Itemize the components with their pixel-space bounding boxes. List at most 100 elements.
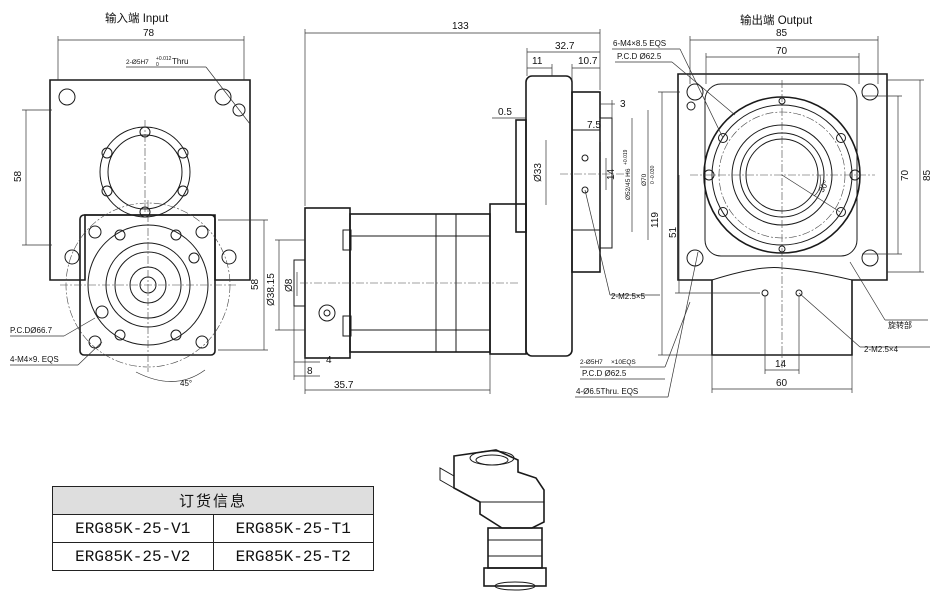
output-corner-hole <box>861 249 879 267</box>
model-code: ERG85K-25-V1 <box>52 514 213 543</box>
input-view-title: 输入端 Input <box>105 11 169 25</box>
rotating-part-label: 旋转部 <box>888 320 912 330</box>
input-upper-plate <box>49 79 251 281</box>
dim-51: 51 <box>668 226 679 238</box>
dim-d33: Ø33 <box>533 163 544 182</box>
input-tap-callout: 4-M4×9. EQS <box>10 355 59 364</box>
model-code: ERG85K-25-T2 <box>212 542 374 571</box>
dim-8: 8 <box>307 366 313 377</box>
dim-85-top: 85 <box>776 28 788 39</box>
input-corner-hole <box>58 88 76 106</box>
side-reducer-housing <box>489 203 527 355</box>
dim-11: 11 <box>532 56 543 67</box>
output-corner-hole <box>861 83 879 101</box>
side-rotary-face <box>599 117 613 249</box>
side-view: 133 32.7 11 10.7 3 0.5 7.5 14 Ø33 Ø52/45… <box>266 21 699 398</box>
input-pcd-callout: P.C.DØ66.7 <box>10 326 53 335</box>
iso-side-plate <box>439 467 455 489</box>
order-info-table: 订货信息 ERG85K-25-V1 ERG85K-25-T1 ERG85K-25… <box>52 486 374 571</box>
dim-d38-15: Ø38.15 <box>266 273 277 306</box>
output-tap-hole <box>836 133 846 143</box>
dim-85-side: 85 <box>922 169 933 181</box>
input-pin-thru: Thru <box>172 57 188 66</box>
order-table-header: 订货信息 <box>52 486 374 515</box>
dim-58-lower: 58 <box>250 278 261 290</box>
dim-58-upper: 58 <box>13 170 24 182</box>
pin2-callout: 2-Ø5H7 <box>580 359 603 366</box>
input-tap-hole <box>114 329 126 341</box>
dim-7-5: 7.5 <box>587 120 601 131</box>
dim-14-bottom: 14 <box>775 359 787 370</box>
output-view-title: 输出端 Output <box>740 13 813 27</box>
table-row: ERG85K-25-V1 ERG85K-25-T1 <box>52 514 374 543</box>
pcd2-callout: P.C.D Ø62.5 <box>582 369 627 378</box>
side-output-boss <box>515 119 527 233</box>
dim-d70: Ø70 <box>641 173 648 186</box>
input-bolt-hole <box>177 185 189 197</box>
output-corner-hole <box>686 249 704 267</box>
input-pin-hole <box>232 103 246 117</box>
input-corner-hole <box>221 249 237 265</box>
dim-133: 133 <box>452 21 469 32</box>
dim-d52: Ø52/45 H6 <box>625 168 632 200</box>
output-tap-hole <box>718 133 728 143</box>
thru-callout: 4-Ø6.5Thru. EQS <box>576 387 638 396</box>
input-flange-hole <box>195 225 209 239</box>
input-pin-hole-callout: 2-Ø5H7 <box>126 59 149 66</box>
isometric-sketch <box>439 449 547 591</box>
input-corner-hole <box>64 249 80 265</box>
model-code: ERG85K-25-V2 <box>52 542 213 571</box>
input-pin-tol-low: 0 <box>156 62 159 68</box>
output-tap-hole <box>836 207 846 217</box>
dim-14-side: 14 <box>606 168 617 180</box>
dim-3: 3 <box>620 99 626 110</box>
dim-0-5: 0.5 <box>498 107 512 118</box>
dim-32-7: 32.7 <box>555 41 575 52</box>
input-bolt-hole <box>101 147 113 159</box>
model-code: ERG85K-25-T1 <box>212 514 374 543</box>
input-tap-hole <box>188 252 200 264</box>
m25x5-callout: 2-M2.5×5 <box>611 292 646 301</box>
output-m25-hole <box>761 289 769 297</box>
output-tap-hole <box>718 207 728 217</box>
dim-10-7: 10.7 <box>578 56 598 67</box>
pin2-tail: ×10EQS <box>611 359 636 366</box>
input-flange-hole <box>88 225 102 239</box>
input-view: 输入端 Input <box>10 11 268 388</box>
input-flange-hole <box>195 335 209 349</box>
side-pin-hole <box>318 304 336 322</box>
dim-119: 119 <box>650 212 661 228</box>
dim-35-7: 35.7 <box>334 380 354 391</box>
input-bolt-hole <box>177 147 189 159</box>
iso-output-table <box>453 449 545 529</box>
dim-60: 60 <box>776 378 788 389</box>
dim-70-side: 70 <box>900 169 911 181</box>
input-tap-hole <box>170 329 182 341</box>
angle-45: 45° <box>180 379 192 388</box>
input-flange-hole <box>88 335 102 349</box>
iso-reducer <box>487 527 543 569</box>
input-bolt-hole <box>101 185 113 197</box>
dim-d8: Ø8 <box>284 278 295 292</box>
input-tap-hole <box>114 229 126 241</box>
dim-4: 4 <box>326 355 332 366</box>
input-corner-hole <box>214 88 232 106</box>
side-output-plate <box>525 75 573 357</box>
output-view: 输出端 Output 30° 85 <box>612 13 933 393</box>
output-base-plate <box>677 73 888 356</box>
input-tap-hole <box>95 305 109 319</box>
tap6-callout: 6-M4×8.5 EQS <box>613 39 666 48</box>
dim-d70-tol: 0 -0.030 <box>650 165 656 184</box>
dim-70-top: 70 <box>776 46 788 57</box>
output-corner-hole <box>686 83 704 101</box>
input-tap-hole <box>170 229 182 241</box>
m25x4-callout: 2-M2.5×4 <box>864 345 899 354</box>
table-row: ERG85K-25-V2 ERG85K-25-T2 <box>52 542 374 571</box>
pcd6-callout: P.C.D Ø62.5 <box>617 52 662 61</box>
dim-d52-tol: +0.019 <box>623 149 629 165</box>
side-rotary-table <box>571 91 601 273</box>
iso-motor-flange <box>483 567 547 587</box>
input-pin-tol: +0.012 <box>156 56 172 62</box>
dim-78: 78 <box>143 28 155 39</box>
